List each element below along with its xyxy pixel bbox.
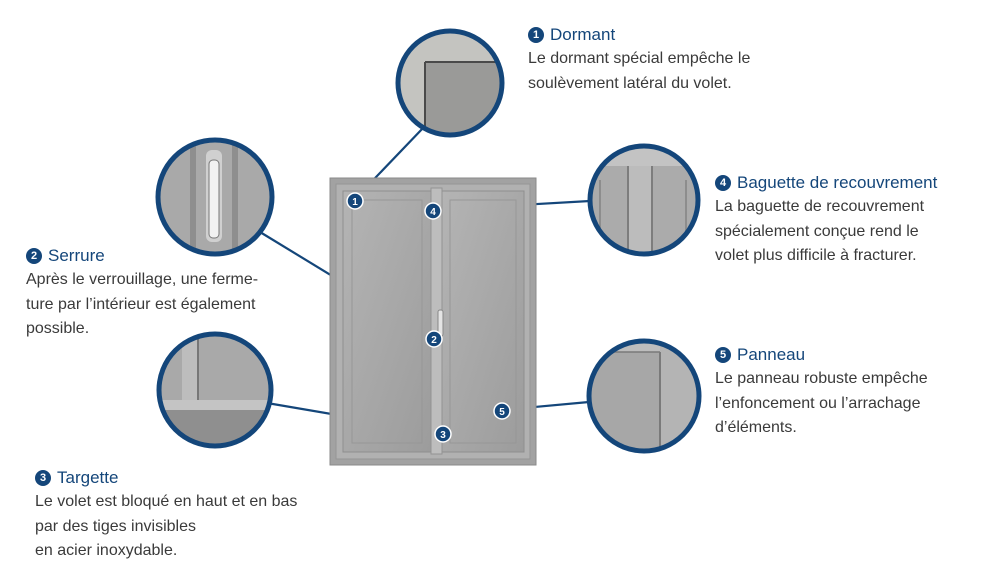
zoom-circle-4 [587,143,701,257]
callout-serrure-number: 2 [26,248,42,264]
callout-targette-line: par des tiges invisibles [35,517,196,535]
callout-targette-line: en acier inoxydable. [35,542,178,559]
callout-baguette-line: spécialement conçue rend le [715,222,919,240]
marker-2-label: 2 [431,335,437,346]
callout-panneau-heading: 5 Panneau [715,344,928,366]
marker-3-label: 3 [440,430,446,441]
callout-serrure-title: Serrure [48,246,105,265]
left-leaf [342,190,432,453]
callout-panneau-line: d’éléments. [715,419,797,436]
callout-serrure-line: possible. [26,320,90,337]
callout-dormant: 1 Dormant Le dormant spécial empêche le s… [528,24,750,96]
zoom-circle-1 [395,28,505,138]
marker-1 [346,192,364,210]
callout-dormant-line: Le dormant spécial empêche le [528,50,751,67]
marker-5 [493,402,511,420]
callout-panneau-line: Le panneau robuste empêche [715,370,928,387]
callout-serrure: 2 Serrure Après le verrouillage, une ferm… [26,245,258,342]
callout-dormant-title: Dormant [550,25,616,44]
callout-panneau: 5 Panneau Le panneau robuste empêche l’en… [715,344,928,441]
callout-targette-line: Le volet est bloqué en haut et en bas [35,493,298,510]
marker-1-label: 1 [352,197,358,208]
callout-baguette-number: 4 [715,175,731,191]
shutter-illustration [329,177,537,466]
markers: 1 4 2 5 3 [346,192,511,443]
callout-targette: 3 Targette Le volet est bloqué en haut et… [35,467,297,564]
callout-serrure-line: ture par l’intérieur est également [26,295,256,313]
callout-panneau-number: 5 [715,347,731,363]
callout-serrure-line: Après le verrouillage, une ferme- [26,271,259,288]
right-leaf [441,190,525,453]
callout-targette-heading: 3 Targette [35,467,297,489]
callout-baguette-line: volet plus difficile à fracturer. [715,247,917,264]
marker-5-label: 5 [499,407,505,418]
callout-baguette-title: Baguette de recouvrement [737,173,938,192]
marker-4-label: 4 [430,207,436,218]
callout-serrure-heading: 2 Serrure [26,245,258,267]
callout-dormant-number: 1 [528,27,544,43]
callout-baguette-heading: 4 Baguette de recouvrement [715,172,937,194]
zoom-circle-2 [155,137,275,257]
callout-panneau-line: l’enfoncement ou l’arrachage [715,394,921,412]
callout-targette-number: 3 [35,470,51,486]
marker-3 [434,425,452,443]
callout-dormant-heading: 1 Dormant [528,24,750,46]
zoom-circle-3 [156,331,274,449]
marker-4 [424,202,442,220]
callout-baguette-line: La baguette de recouvrement [715,198,925,215]
marker-2 [425,330,443,348]
callout-dormant-line: soulèvement latéral du volet. [528,74,732,92]
callout-panneau-title: Panneau [737,345,806,364]
callout-baguette: 4 Baguette de recouvrement La baguette de… [715,172,937,269]
zoom-circle-5 [586,338,702,454]
callout-targette-title: Targette [57,468,119,487]
